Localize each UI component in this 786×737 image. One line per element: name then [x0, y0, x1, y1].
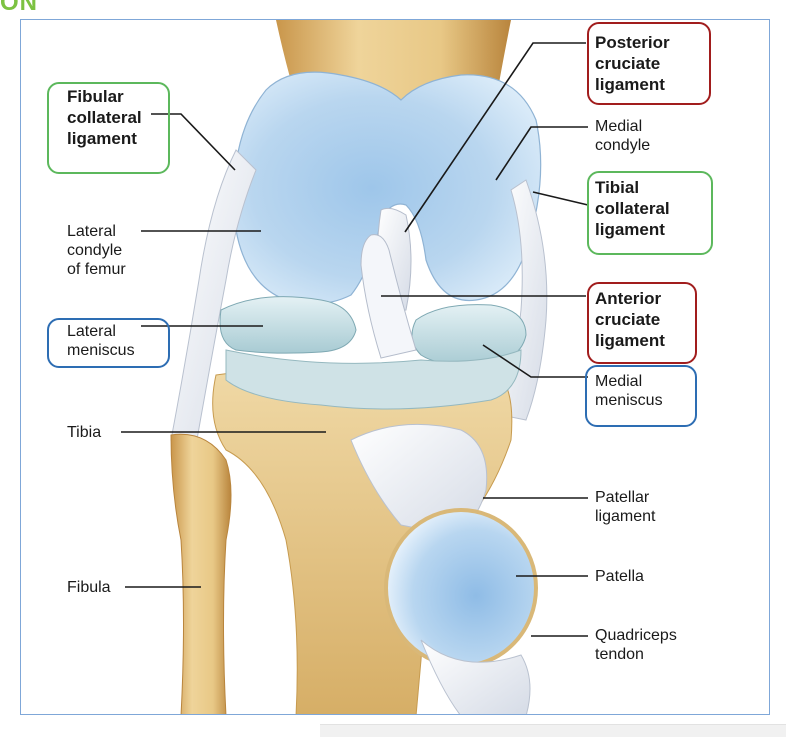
label-patellar-ligament-line-1: Patellar	[595, 489, 650, 506]
label-fibular-collateral-line-2: collateral	[67, 108, 142, 127]
lateral-meniscus-shape	[219, 296, 357, 354]
label-lateral-meniscus: Lateral meniscus	[67, 322, 135, 360]
tibial-plateau	[225, 349, 522, 410]
leader-medial-meniscus	[482, 344, 588, 378]
label-tibial-collateral-line-3: ligament	[595, 220, 665, 239]
bottom-strip	[320, 724, 786, 737]
leader-posterior-cruciate	[404, 42, 586, 233]
label-posterior-cruciate-line-1: Posterior	[595, 33, 670, 52]
label-lateral-condyle-line-2: condyle	[67, 242, 123, 259]
leader-fibular-collateral	[151, 113, 236, 171]
quadriceps-tendon-shape	[420, 639, 531, 714]
label-tibia: Tibia	[67, 424, 102, 441]
label-anterior-cruciate: Anterior cruciate ligament	[595, 288, 665, 351]
label-fibular-collateral-line-3: ligament	[67, 129, 137, 148]
leader-lines	[121, 42, 589, 637]
label-tibial-collateral-line-1: Tibial	[595, 178, 640, 197]
label-fibula: Fibula	[67, 579, 111, 596]
label-lateral-condyle: Lateral condyle of femur	[67, 222, 126, 279]
label-quadriceps-tendon-line-1: Quadriceps	[595, 627, 677, 644]
diagram-frame: Fibular collateral ligament Lateral cond…	[20, 19, 770, 715]
leader-medial-condyle	[495, 126, 588, 181]
label-medial-condyle-line-2: condyle	[595, 137, 651, 154]
label-medial-condyle: Medial condyle	[595, 117, 650, 155]
posterior-cruciate-box	[587, 22, 711, 105]
label-tibial-collateral: Tibial collateral ligament	[595, 177, 670, 240]
label-anterior-cruciate-line-1: Anterior	[595, 289, 662, 308]
label-lateral-condyle-line-3: of femur	[67, 261, 126, 278]
label-posterior-cruciate-line-2: cruciate	[595, 54, 661, 73]
anterior-cruciate-box	[587, 282, 697, 364]
medial-meniscus-box	[585, 365, 697, 427]
label-anterior-cruciate-line-3: ligament	[595, 331, 665, 350]
leader-tibial-collateral	[532, 191, 589, 206]
patella-shape	[384, 508, 538, 668]
label-medial-meniscus: Medial meniscus	[595, 372, 663, 410]
label-patellar-ligament-line-2: ligament	[595, 508, 656, 525]
label-posterior-cruciate-line-3: ligament	[595, 75, 665, 94]
fibular-collateral-box	[47, 82, 170, 174]
label-patella: Patella	[595, 568, 644, 585]
fibula-bone	[170, 433, 232, 714]
tibial-collateral-box	[587, 171, 713, 255]
label-patellar-ligament: Patellar ligament	[595, 488, 655, 526]
label-fibular-collateral-line-1: Fibular	[67, 87, 124, 106]
knee-illustration	[121, 20, 589, 714]
label-anterior-cruciate-line-2: cruciate	[595, 310, 661, 329]
label-tibial-collateral-line-2: collateral	[595, 199, 670, 218]
header-fragment: ON	[0, 0, 38, 14]
label-lateral-meniscus-line-1: Lateral	[67, 323, 116, 340]
label-posterior-cruciate: Posterior cruciate ligament	[595, 32, 670, 95]
label-medial-meniscus-line-1: Medial	[595, 373, 643, 390]
label-medial-meniscus-line-2: meniscus	[595, 392, 663, 409]
label-lateral-meniscus-line-2: meniscus	[67, 342, 135, 359]
label-quadriceps-tendon: Quadriceps tendon	[595, 626, 677, 664]
label-lateral-condyle-line-1: Lateral	[67, 223, 116, 240]
label-fibular-collateral: Fibular collateral ligament	[67, 86, 142, 149]
patellar-ligament-shape	[350, 423, 488, 536]
label-medial-condyle-line-1: Medial	[595, 118, 643, 135]
lateral-meniscus-box	[47, 318, 170, 368]
label-quadriceps-tendon-line-2: tendon	[595, 646, 644, 663]
